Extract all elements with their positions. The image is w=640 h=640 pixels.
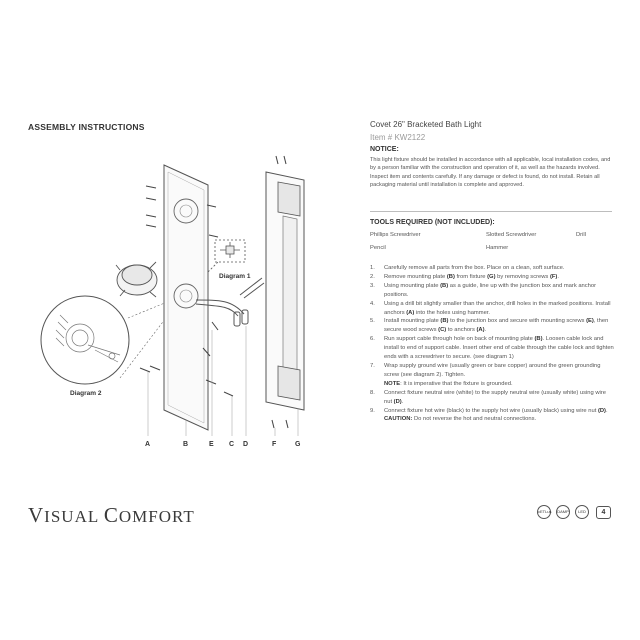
- step-emphasis: (D): [393, 398, 402, 405]
- step-text: .: [557, 273, 559, 280]
- section-title: ASSEMBLY INSTRUCTIONS: [28, 122, 145, 132]
- damp-rated-icon: DAMP: [556, 505, 570, 519]
- instruction-step: NOTE: It is imperative that the fixture …: [370, 380, 614, 389]
- instruction-step: CAUTION: Do not reverse the hot and neut…: [370, 415, 614, 424]
- step-number: 9.: [370, 407, 375, 414]
- step-text: by removing screws: [495, 273, 550, 280]
- instruction-step: 3. Using mounting plate (B) as a guide, l…: [370, 282, 614, 300]
- step-emphasis: (D): [597, 407, 606, 414]
- step-emphasis: (B): [440, 318, 449, 325]
- tool-item: Phillips Screwdriver: [370, 232, 421, 238]
- step-emphasis: (C): [438, 327, 447, 334]
- divider: [370, 211, 612, 212]
- step-emphasis: (E): [586, 318, 594, 325]
- step-text: to the junction box and secure with moun…: [448, 318, 587, 325]
- assembly-diagram: Diagram 1 Diagram 2 A B E C D F G: [40, 155, 305, 448]
- junction-box: [115, 261, 158, 298]
- quantity-badge: 4: [596, 506, 611, 519]
- step-text: as a guide, line up with the junction bo…: [384, 282, 597, 298]
- step-emphasis: (B): [446, 273, 455, 280]
- step-emphasis: NOTE: [384, 380, 401, 387]
- tool-item: Hammer: [486, 245, 509, 251]
- instruction-step: 1. Carefully remove all parts from the bo…: [370, 264, 614, 273]
- part-label-a: A: [145, 441, 150, 448]
- brand-logo: VISUAL COMFORT: [28, 503, 195, 527]
- cetlus-icon: cETLus: [537, 505, 552, 519]
- step-emphasis: (B): [534, 336, 543, 343]
- step-number: 6.: [370, 336, 375, 343]
- step-emphasis: (F): [549, 273, 558, 280]
- step-text: into the holes using hammer.: [414, 309, 491, 316]
- part-label-d: D: [243, 441, 248, 448]
- part-label-e: E: [209, 441, 214, 448]
- tools-heading: TOOLS REQUIRED (NOT INCLUDED):: [370, 219, 495, 226]
- step-text: .: [484, 327, 487, 334]
- product-title: Covet 26" Bracketed Bath Light: [370, 120, 482, 129]
- step-text: : It is imperative that the fixture is g…: [400, 380, 513, 387]
- step-text: Using a drill bit slightly smaller than …: [384, 300, 611, 316]
- step-text: , then secure wood screws: [384, 318, 609, 334]
- fixture-g: [265, 171, 305, 411]
- step-emphasis: (G): [487, 273, 496, 280]
- item-number: Item # KW2122: [370, 133, 426, 142]
- part-label-b: B: [183, 441, 188, 448]
- led-icon: LED: [575, 505, 589, 519]
- step-text: Remove mounting plate: [384, 273, 447, 280]
- step-emphasis: CAUTION:: [384, 416, 413, 423]
- instruction-step: 5. Install mounting plate (B) to the junc…: [370, 317, 614, 335]
- screws: [139, 155, 289, 429]
- notice-heading: NOTICE:: [370, 146, 399, 153]
- notice-text: This light fixture should be installed i…: [370, 157, 611, 189]
- step-text: Using mounting plate: [384, 282, 441, 289]
- part-label-g: G: [295, 441, 301, 448]
- step-number: 1.: [370, 265, 375, 271]
- diagram1-detail: [207, 239, 246, 273]
- step-text: Wrap supply ground wire (usually green o…: [384, 362, 601, 378]
- step-text: Run support cable through hole on back o…: [384, 336, 535, 343]
- supply-wires: [195, 277, 265, 327]
- diagram2-detail: [55, 314, 121, 363]
- instruction-step: 7. Wrap supply ground wire (usually green…: [370, 362, 614, 380]
- part-label-f: F: [272, 441, 277, 448]
- step-text: . Loosen cable lock and install to end o…: [384, 336, 614, 361]
- part-label-c: C: [229, 441, 234, 448]
- step-text: .: [606, 407, 608, 414]
- step-number: 4.: [370, 300, 375, 307]
- diagram1-label: Diagram 1: [219, 273, 251, 280]
- step-text: Connect fixture neutral wire (white) to …: [384, 389, 606, 405]
- step-number: 2.: [370, 273, 375, 280]
- instruction-step: 8. Connect fixture neutral wire (white) t…: [370, 389, 614, 407]
- step-emphasis: (A): [476, 327, 485, 334]
- diagram2-magnifier: [40, 295, 130, 385]
- diagram2-label: Diagram 2: [70, 390, 102, 397]
- instruction-step: 9. Connect fixture hot wire (black) to th…: [370, 407, 614, 416]
- instruction-steps: 1. Carefully remove all parts from the bo…: [370, 264, 614, 424]
- step-number: 7.: [370, 362, 375, 369]
- step-text: to anchors: [446, 327, 477, 334]
- tool-item: Pencil: [370, 245, 386, 251]
- instruction-step: 2. Remove mounting plate (B) from fixture…: [370, 273, 614, 282]
- step-text: Do not reverse the hot and neutral conne…: [412, 416, 537, 423]
- step-number: 5.: [370, 318, 375, 325]
- tool-item: Drill: [576, 232, 586, 238]
- step-text: Connect fixture hot wire (black) to the …: [384, 407, 598, 414]
- mounting-plate-b: [163, 164, 209, 431]
- leader-lines: [147, 326, 299, 436]
- step-number: 8.: [370, 389, 375, 396]
- step-text: from fixture: [454, 273, 488, 280]
- step-text: Carefully remove all parts from the box.…: [384, 265, 565, 271]
- step-text: Install mounting plate: [384, 318, 441, 325]
- instruction-step: 4. Using a drill bit slightly smaller tha…: [370, 300, 614, 318]
- tool-item: Slotted Screwdriver: [486, 232, 537, 238]
- step-text: .: [401, 398, 404, 405]
- step-emphasis: (B): [440, 282, 449, 289]
- step-emphasis: (A): [406, 309, 415, 316]
- step-number: 3.: [370, 282, 375, 289]
- instruction-step: 6. Run support cable through hole on back…: [370, 335, 614, 362]
